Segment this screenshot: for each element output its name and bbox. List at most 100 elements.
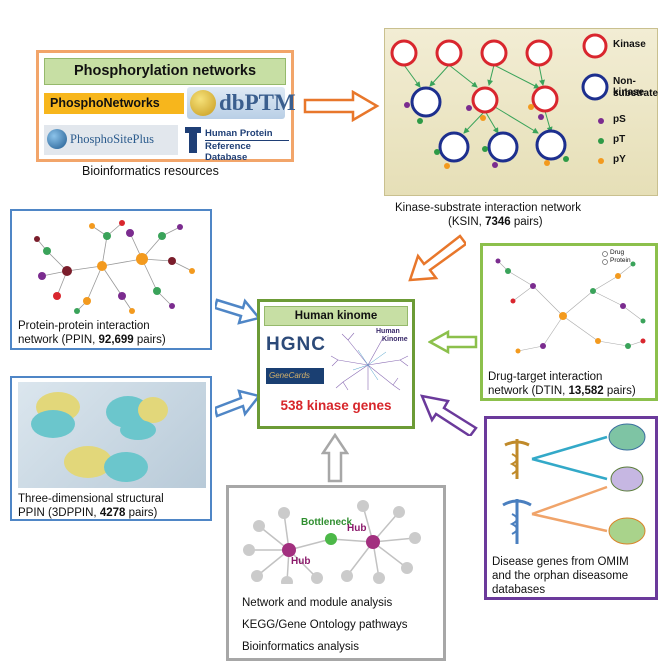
phosphositeplus-icon — [47, 129, 67, 149]
analysis-line-2: KEGG/Gene Ontology pathways — [242, 619, 408, 631]
kinome-tree-image: Human Kinome — [328, 328, 410, 392]
ksin-panel: Kinase Non-kinase substrate pS pT pY — [384, 28, 658, 196]
legend-kinase-label: Kinase — [613, 39, 646, 50]
dbptm-globe-icon — [190, 90, 216, 116]
ppin3d-panel: Three-dimensional structural PPIN (3DPPI… — [10, 376, 212, 521]
phosphositeplus-label: PhosphoSitePlus — [70, 132, 155, 146]
nonkinase-node — [535, 129, 567, 161]
kinase-node — [435, 39, 463, 67]
bioinformatics-resources-caption: Bioinformatics resources — [82, 164, 219, 178]
ksin-diagram — [390, 33, 609, 169]
protein-structure-icons — [608, 423, 646, 545]
hub-node-left — [282, 543, 296, 557]
hprd-label-line-1: Human Protein — [205, 128, 273, 139]
dtin-caption-line-2: network (DTIN, 13,582 pairs) — [488, 385, 636, 397]
analysis-line-1: Network and module analysis — [242, 597, 393, 609]
legend-pt-dot — [598, 138, 604, 144]
ppin3d-pair-count: 4278 — [99, 507, 126, 519]
legend-kinase-symbol — [582, 33, 608, 59]
caduceus-icon-1 — [504, 439, 530, 479]
legend-protein-symbol — [602, 259, 608, 265]
arrow-analysis-to-kinome — [321, 433, 349, 483]
kinase-node — [480, 39, 508, 67]
nonkinase-node — [487, 131, 519, 163]
legend-py-label: pY — [613, 154, 626, 165]
legend-drug-symbol — [602, 251, 608, 257]
legend-nonkinase-symbol — [581, 73, 609, 101]
legend-nonkinase-label-2: substrate — [613, 88, 659, 99]
genecards-logo: GeneCards — [266, 368, 324, 384]
ksin-edges — [403, 64, 553, 134]
arrow-3dppin-to-kinome — [215, 389, 261, 418]
arrow-disease-to-kinome — [420, 394, 478, 436]
human-kinome-title: Human kinome — [294, 310, 378, 322]
phosphonetworks-logo: PhosphoNetworks — [44, 93, 184, 114]
arrow-ksin-to-kinome — [408, 234, 466, 282]
kinase-node — [471, 86, 499, 114]
human-kinome-label-2: Kinome — [382, 336, 408, 343]
hub-label-right: Hub — [347, 523, 367, 534]
hub-label-left: Hub — [291, 556, 311, 567]
ppin-caption-line-1: Protein-protein interaction — [18, 320, 150, 332]
phosphosite-dots — [404, 102, 569, 169]
phosphonetworks-label: PhosphoNetworks — [50, 96, 160, 110]
disease-caption-line-2: and the orphan diseasome — [492, 570, 629, 582]
nonkinase-node — [410, 86, 442, 118]
analysis-line-3: Bioinformatics analysis — [242, 641, 359, 653]
dtin-caption-line-1: Drug-target interaction — [488, 371, 603, 383]
disease-panel: Disease genes from OMIM and the orphan d… — [484, 416, 658, 600]
nonkinase-nodes — [410, 86, 567, 163]
ppin-pair-count: 92,699 — [98, 334, 134, 346]
arrow-dtin-to-kinome — [428, 330, 478, 354]
phosphorylation-networks-header: Phosphorylation networks — [44, 58, 286, 85]
dtin-panel: Drug Protein Drug-target interaction net… — [480, 243, 658, 401]
ppin3d-caption-line-2: PPIN (3DPPIN, 4278 pairs) — [18, 507, 158, 519]
bottleneck-label: Bottleneck — [301, 517, 353, 528]
hgnc-logo: HGNC — [266, 334, 326, 358]
nonkinase-node — [438, 131, 470, 163]
protein-structure-shapes — [31, 392, 168, 482]
disease-caption-line-3: databases — [492, 584, 546, 596]
human-kinome-header: Human kinome — [264, 306, 408, 326]
dbptm-label: dbPTM — [219, 90, 296, 115]
phosphorylation-networks-label: Phosphorylation networks — [73, 63, 257, 79]
hub-bottleneck-graphic — [243, 500, 421, 584]
kinase-node — [531, 85, 559, 113]
human-kinome-panel: Human kinome HGNC GeneCards Human Kinome… — [257, 299, 415, 429]
hub-node-right — [366, 535, 380, 549]
dtin-pair-count: 13,582 — [568, 385, 604, 397]
disease-caption-line-1: Disease genes from OMIM — [492, 556, 629, 568]
legend-ps-dot — [598, 118, 604, 124]
arrow-resources-to-ksin — [303, 90, 380, 122]
ksin-legend — [581, 33, 609, 164]
ksin-caption-line-2: (KSIN, 7346 pairs) — [448, 216, 543, 228]
kinase-gene-count: 538 kinase genes — [280, 398, 392, 413]
ppin-caption-line-2: network (PPIN, 92,699 pairs) — [18, 334, 166, 346]
kinome-tree-graphic — [330, 332, 409, 391]
human-kinome-label-1: Human — [376, 328, 400, 335]
genecards-label: GeneCards — [269, 371, 310, 380]
legend-py-dot — [598, 158, 604, 164]
hgnc-label: HGNC — [266, 334, 326, 355]
legend-protein-label: Protein — [610, 257, 631, 264]
legend-nonkinase-label-1: Non-kinase — [613, 76, 645, 98]
kinase-node — [390, 39, 418, 67]
hprd-logo: Human Protein Reference Database — [183, 125, 289, 163]
legend-pt-label: pT — [613, 134, 626, 145]
analysis-panel: Bottleneck Hub Hub Network and module an… — [226, 485, 446, 661]
legend-ps-label: pS — [613, 114, 626, 125]
arrow-ppin-to-kinome — [215, 298, 261, 325]
ppin3d-caption-line-1: Three-dimensional structural — [18, 493, 164, 505]
protein-structure-image — [18, 382, 206, 488]
ksin-pair-count: 7346 — [485, 216, 511, 228]
kinase-node — [525, 39, 553, 67]
hprd-label-line-2: Reference Database — [205, 140, 289, 163]
bottleneck-node — [325, 533, 337, 545]
ppin-panel: Protein-protein interaction network (PPI… — [10, 209, 212, 350]
legend-drug-label: Drug — [610, 249, 625, 256]
kinase-nodes — [390, 39, 559, 114]
ppin-network-graphic — [34, 220, 195, 314]
phosphositeplus-logo: PhosphoSitePlus — [44, 125, 178, 155]
bioinformatics-resources-panel: Phosphorylation networks PhosphoNetworks… — [36, 50, 296, 163]
dtin-network-graphic — [495, 251, 646, 354]
